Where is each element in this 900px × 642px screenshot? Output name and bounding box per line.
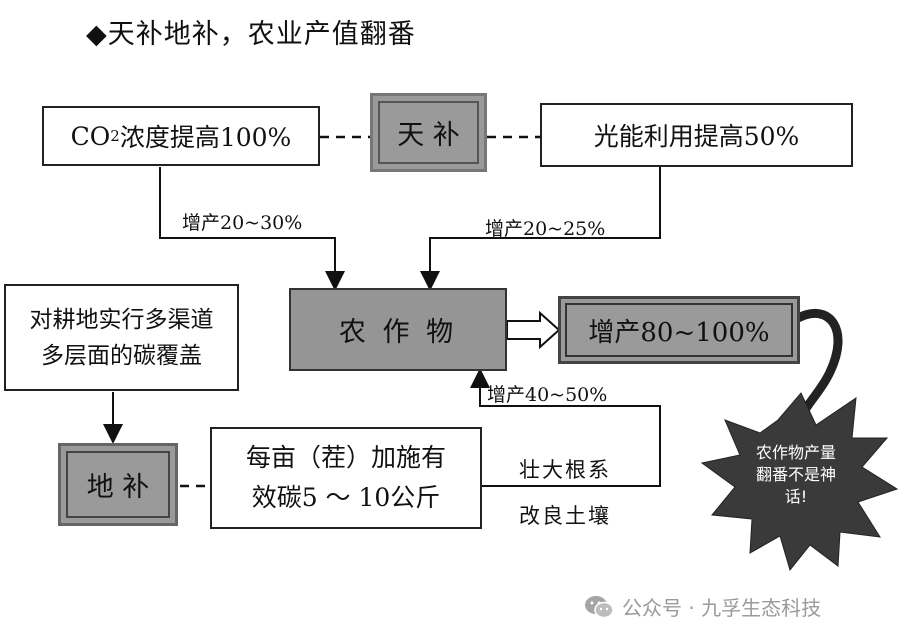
crop-node: 农 作 物	[289, 288, 507, 371]
starburst-callout	[700, 392, 899, 572]
arrow-crop-result	[506, 310, 561, 350]
dibu-node: 地 补	[58, 443, 178, 526]
cover-line-1: 对耕地实行多渠道	[29, 306, 214, 333]
arrow-light-crop	[420, 167, 661, 291]
label-right-increase: 增产20~25%	[485, 218, 606, 240]
dibu-label: 地 补	[86, 472, 150, 503]
label-bottom-increase: 增产40~50%	[487, 384, 608, 406]
tianbu-node: 天 补	[370, 93, 487, 172]
crop-label: 农 作 物	[338, 317, 458, 348]
co2-label-post: 浓度提高100%	[119, 123, 292, 152]
footer-text: 公众号 · 九孚生态科技	[622, 596, 822, 620]
co2-label-pre: CO	[70, 121, 111, 151]
label-left-increase: 增产20~30%	[182, 212, 303, 234]
cover-node: 对耕地实行多渠道 多层面的碳覆盖	[4, 284, 239, 391]
co2-label-sub: 2	[110, 127, 120, 145]
footer-watermark: 公众号 · 九孚生态科技	[584, 592, 821, 621]
light-label: 光能利用提高50%	[593, 122, 800, 151]
label-roots: 壮大根系	[519, 458, 611, 482]
light-node: 光能利用提高50%	[540, 103, 853, 167]
page-title: ◆天补地补，农业产值翻番	[86, 19, 416, 50]
result-node: 增产80~100%	[558, 296, 800, 364]
result-label: 增产80~100%	[588, 317, 770, 348]
cover-line-2: 多层面的碳覆盖	[41, 342, 202, 369]
wechat-icon	[585, 595, 614, 618]
carbon-node: 每亩（茬）加施有 效碳5 ～ 10公斤	[210, 427, 482, 529]
arrow-co2-crop	[159, 167, 345, 291]
tianbu-label: 天 补	[397, 120, 460, 151]
callout-text: 农作物产量翻番不是神话!	[755, 443, 836, 506]
carbon-line-2: 效碳5 ～ 10公斤	[251, 483, 441, 512]
carbon-line-1: 每亩（茬）加施有	[245, 443, 446, 472]
label-soil: 改良土壤	[519, 504, 611, 528]
arrow-carbon-crop	[470, 368, 661, 487]
